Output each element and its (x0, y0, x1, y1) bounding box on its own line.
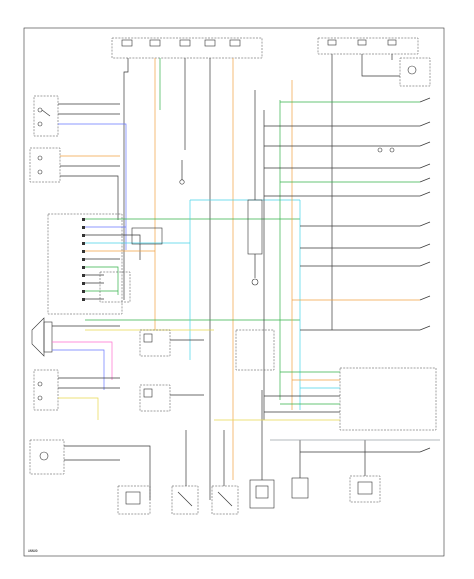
wire-switch2-blk2 (60, 175, 119, 220)
speaker-left (31, 317, 53, 357)
module-right-main (339, 367, 437, 431)
bottom-actuator-4 (249, 479, 275, 509)
bottom-actuator-1 (117, 485, 151, 515)
door-switch-left (33, 95, 59, 137)
fuse-block-top (111, 37, 263, 59)
bottom-actuator-2 (171, 485, 199, 515)
switch-center (179, 160, 185, 185)
control-module-left (47, 213, 123, 315)
relay-module-center (99, 271, 131, 303)
diagram-border (23, 27, 445, 557)
center-component-upper (131, 227, 163, 245)
lock-switch-left (33, 369, 59, 411)
wire-actuator-1 (64, 445, 151, 500)
center-sensor (247, 199, 263, 286)
bottom-actuator-3 (211, 485, 239, 515)
wire-black-feed-3 (123, 58, 129, 300)
connector-pins (82, 218, 85, 301)
switch-cluster-right (377, 147, 395, 153)
switch-left-2 (29, 147, 61, 183)
bottom-actuator-6 (349, 475, 381, 503)
component-top-right (399, 57, 431, 87)
wire-module-green-2 (85, 266, 119, 295)
wire-module-blk-1 (85, 234, 141, 260)
connector-block-center-right (235, 329, 275, 371)
actuator-lower-left (29, 439, 65, 475)
wire-speaker-blue (52, 349, 105, 390)
wire-speaker-pink (52, 341, 113, 380)
right-switch-bank (264, 97, 431, 331)
figure-id: ANNU0 (28, 549, 38, 553)
wire-door-blue (58, 123, 127, 250)
wire-lock-yellow (58, 397, 99, 420)
switch-contact-lower (419, 447, 431, 453)
fuse-block-top-right (317, 37, 419, 55)
bottom-actuator-5 (291, 477, 309, 499)
relay-center-1 (139, 329, 171, 357)
relay-center-2 (139, 384, 171, 412)
wire-right-feed-2 (361, 54, 400, 77)
